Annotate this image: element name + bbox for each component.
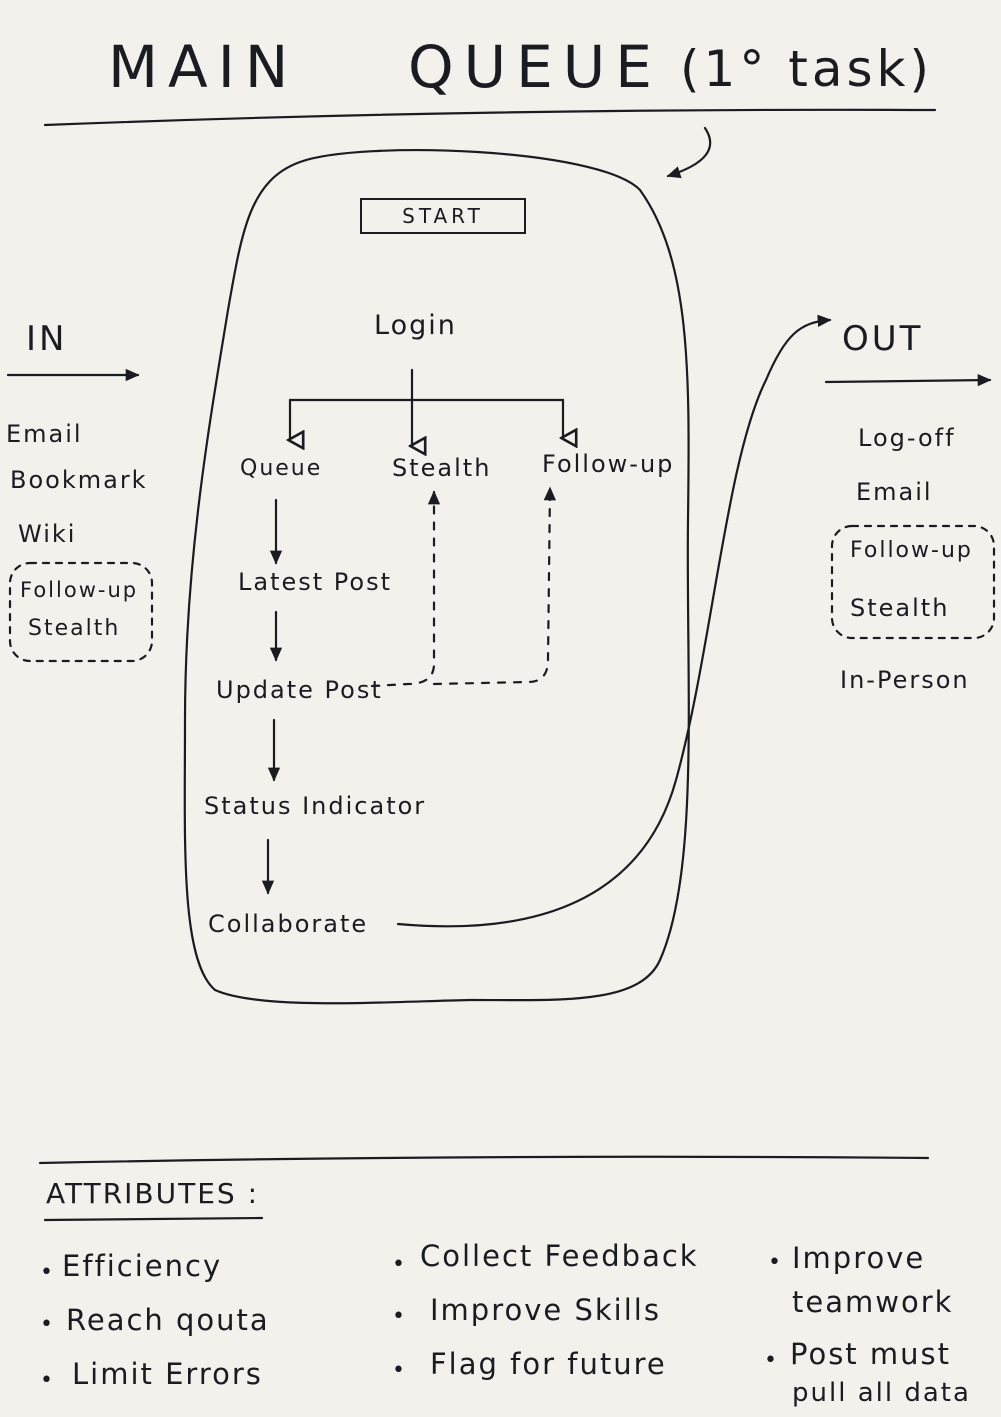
- title-queue: QUEUE: [408, 33, 662, 101]
- title-main: MAIN: [108, 33, 299, 101]
- in-item-bookmark: Bookmark: [10, 466, 148, 494]
- flow-queue: Queue: [240, 456, 323, 481]
- out-item-log-off: Log-off: [858, 424, 956, 452]
- collaborate-exit-curve: [396, 314, 832, 928]
- in-item-wiki: Wiki: [18, 520, 77, 548]
- attr-improve-skills: Improve Skills: [430, 1293, 661, 1327]
- in-item-email: Email: [6, 420, 83, 448]
- bullet: •: [40, 1368, 55, 1393]
- flow-stealth: Stealth: [392, 454, 492, 482]
- flow-status-indicator: Status Indicator: [204, 792, 427, 820]
- flow-update-post: Update Post: [216, 676, 383, 704]
- attr-pull-all-data: pull all data: [792, 1378, 971, 1408]
- bullet: •: [768, 1250, 783, 1275]
- attributes-divider: [38, 1155, 930, 1165]
- out-heading: OUT: [842, 319, 924, 359]
- out-item-in-person: In-Person: [840, 666, 970, 694]
- in-dashed-group: [8, 561, 154, 663]
- title-underline: [43, 108, 937, 127]
- dashed-to-follow-up: [432, 486, 557, 686]
- attr-improve: Improve: [792, 1241, 926, 1275]
- bullet: •: [764, 1348, 779, 1373]
- start-box: START: [360, 198, 526, 234]
- in-heading: IN: [26, 319, 68, 359]
- attributes-underline: [43, 1216, 264, 1222]
- attr-efficiency: Efficiency: [62, 1249, 223, 1283]
- queue-boundary: [183, 148, 690, 1005]
- bullet: •: [40, 1312, 55, 1337]
- in-group-stealth: Stealth: [28, 616, 121, 641]
- flow-login: Login: [374, 310, 457, 341]
- start-label: START: [402, 204, 484, 228]
- attr-flag-for-future: Flag for future: [430, 1347, 667, 1381]
- attr-limit-errors: Limit Errors: [72, 1357, 263, 1391]
- out-item-email: Email: [856, 478, 933, 506]
- attributes-heading: ATTRIBUTES :: [46, 1177, 260, 1210]
- attr-reach-qouta: Reach qouta: [66, 1303, 270, 1337]
- out-dashed-group: [830, 524, 996, 640]
- flow-follow-up: Follow-up: [542, 450, 675, 478]
- out-arrow: [824, 373, 992, 387]
- attr-collect-feedback: Collect Feedback: [420, 1239, 699, 1273]
- out-group-follow-up: Follow-up: [850, 538, 973, 563]
- flow-latest-post: Latest Post: [238, 568, 393, 596]
- bullet: •: [40, 1260, 55, 1285]
- bullet: •: [392, 1358, 407, 1383]
- dashed-to-stealth: [370, 490, 441, 688]
- bullet: •: [392, 1252, 407, 1277]
- title-subtitle: (1° task): [680, 40, 933, 98]
- bullet: •: [392, 1304, 407, 1329]
- in-group-follow-up: Follow-up: [20, 578, 139, 602]
- out-group-stealth: Stealth: [850, 594, 950, 622]
- attr-post-must: Post must: [790, 1337, 952, 1371]
- boundary-pointer-arrow: [666, 126, 712, 179]
- flow-collaborate: Collaborate: [208, 910, 369, 938]
- attr-teamwork: teamwork: [792, 1285, 954, 1319]
